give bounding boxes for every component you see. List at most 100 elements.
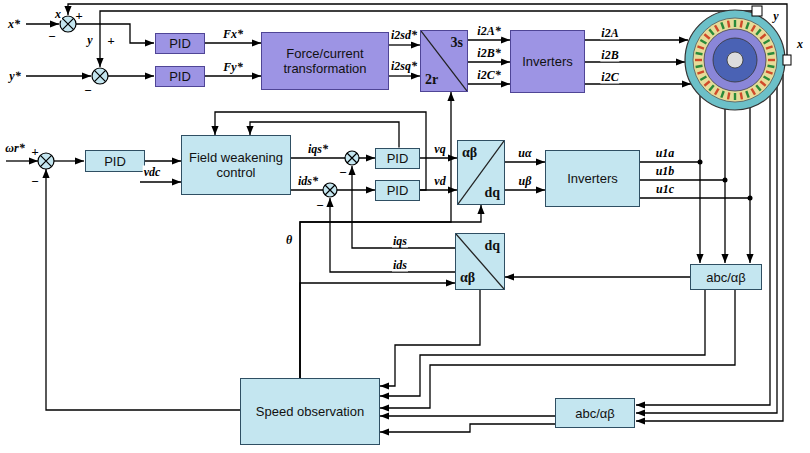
summing-junction bbox=[92, 68, 108, 84]
stator-tooth bbox=[741, 21, 742, 28]
stator-tooth bbox=[766, 46, 773, 48]
phase-a-wire bbox=[585, 39, 688, 40]
box-label: PID bbox=[387, 151, 409, 166]
sign-label: − bbox=[338, 166, 348, 179]
signal-arrow bbox=[389, 75, 420, 76]
summing-junction bbox=[323, 183, 337, 197]
box-label: abc/αβ bbox=[575, 406, 615, 421]
stator-tooth bbox=[715, 89, 719, 95]
signal-name: i2sq* bbox=[390, 60, 418, 73]
stator-tooth bbox=[700, 40, 706, 44]
shaft bbox=[727, 52, 743, 68]
signal-name: vdc bbox=[143, 166, 162, 179]
sense-wire-e bbox=[636, 87, 777, 413]
signal-arrow bbox=[205, 75, 261, 76]
sense-wire-a bbox=[699, 96, 700, 263]
rotor-outer bbox=[704, 29, 766, 91]
signal-name: i2C* bbox=[476, 69, 501, 82]
stator-tooth bbox=[704, 34, 709, 38]
stator-tooth bbox=[695, 59, 702, 61]
signal-arrow bbox=[300, 92, 451, 378]
transform-box: αβdq bbox=[457, 140, 505, 205]
signal-name: θ bbox=[285, 234, 293, 247]
box-label: PID bbox=[169, 69, 191, 84]
junction-dots bbox=[698, 160, 753, 201]
box-label: Speed observation bbox=[256, 404, 364, 419]
sign-label: − bbox=[83, 84, 93, 97]
signal-arrow bbox=[145, 160, 181, 161]
stator-tooth bbox=[746, 91, 748, 98]
signal-name: i2C bbox=[600, 71, 619, 84]
sense-wire-b bbox=[724, 109, 725, 263]
signal-arrow bbox=[505, 189, 545, 190]
box-label: abc/αβ bbox=[706, 270, 746, 285]
signal-name: u1b bbox=[655, 165, 676, 178]
drawing-part bbox=[60, 16, 76, 32]
process-box: Field weakening control bbox=[181, 135, 291, 195]
signal-name: ids* bbox=[297, 175, 319, 188]
stator-tooth bbox=[746, 22, 748, 29]
stator-tooth bbox=[752, 25, 756, 31]
signal-name: vd bbox=[433, 175, 446, 188]
stator-tooth bbox=[734, 20, 736, 27]
frame-label: dq bbox=[484, 238, 500, 253]
sign-label: + bbox=[74, 9, 83, 22]
process-box: Inverters bbox=[545, 150, 640, 207]
wires bbox=[6, 4, 787, 421]
speed-ref-wire bbox=[6, 160, 38, 161]
signal-arrow bbox=[380, 415, 555, 416]
stator-tooth bbox=[734, 93, 736, 100]
drawing-part bbox=[92, 68, 108, 84]
stator-tooth bbox=[760, 34, 765, 38]
transform-box: 3s2r bbox=[420, 30, 468, 92]
stator-tooth bbox=[704, 81, 709, 85]
signal-name: x bbox=[796, 38, 804, 51]
stator-tooth bbox=[752, 89, 756, 95]
drawing-part bbox=[347, 153, 357, 163]
process-box: PID bbox=[375, 180, 420, 201]
box-label: Force/current transformation bbox=[267, 46, 383, 76]
box-label: PID bbox=[387, 183, 409, 198]
sense-wire-d bbox=[636, 96, 770, 405]
junction-dot bbox=[723, 178, 728, 183]
sign-label: + bbox=[106, 34, 115, 47]
stator-tooth bbox=[760, 81, 765, 85]
stator-tooth bbox=[709, 85, 713, 90]
motor-housing bbox=[685, 10, 785, 110]
stator-tooth bbox=[728, 21, 729, 28]
divider-line bbox=[456, 234, 504, 289]
signal-name: x bbox=[54, 8, 62, 21]
stator-tooth bbox=[764, 40, 770, 44]
x-sensor bbox=[783, 55, 791, 65]
box-label: Inverters bbox=[567, 171, 618, 186]
signal-arrow bbox=[389, 44, 420, 45]
signal-name: i2A* bbox=[476, 25, 501, 38]
sign-label: − bbox=[315, 199, 325, 212]
signal-name: i2B bbox=[600, 49, 619, 62]
signal-name: iqs* bbox=[307, 143, 329, 156]
stator-tooth bbox=[721, 22, 723, 29]
box-label: Field weakening control bbox=[187, 150, 285, 180]
sign-label: + bbox=[30, 145, 39, 158]
process-box: Speed observation bbox=[240, 378, 380, 445]
signal-name: Fx* bbox=[222, 28, 244, 41]
signal-arrow bbox=[300, 283, 455, 378]
frame-label: dq bbox=[484, 185, 500, 200]
voltage-wires bbox=[640, 162, 750, 198]
signal-name: Fy* bbox=[222, 61, 243, 74]
frame-label: 3s bbox=[451, 35, 463, 50]
signal-name: i2sd* bbox=[390, 29, 418, 42]
drawing-part bbox=[38, 153, 54, 169]
process-box: abc/αβ bbox=[690, 264, 762, 290]
y-sensor bbox=[752, 6, 762, 16]
phase-c-wire bbox=[585, 83, 691, 84]
process-box: abc/αβ bbox=[555, 398, 635, 428]
rotor-core bbox=[713, 38, 757, 82]
signal-name: vq bbox=[433, 143, 446, 156]
drawing-part bbox=[325, 185, 335, 195]
stator-tooth bbox=[766, 71, 773, 73]
summing-junction bbox=[345, 151, 359, 165]
frame-label: αβ bbox=[460, 270, 475, 285]
phase-b-wire bbox=[585, 61, 685, 62]
